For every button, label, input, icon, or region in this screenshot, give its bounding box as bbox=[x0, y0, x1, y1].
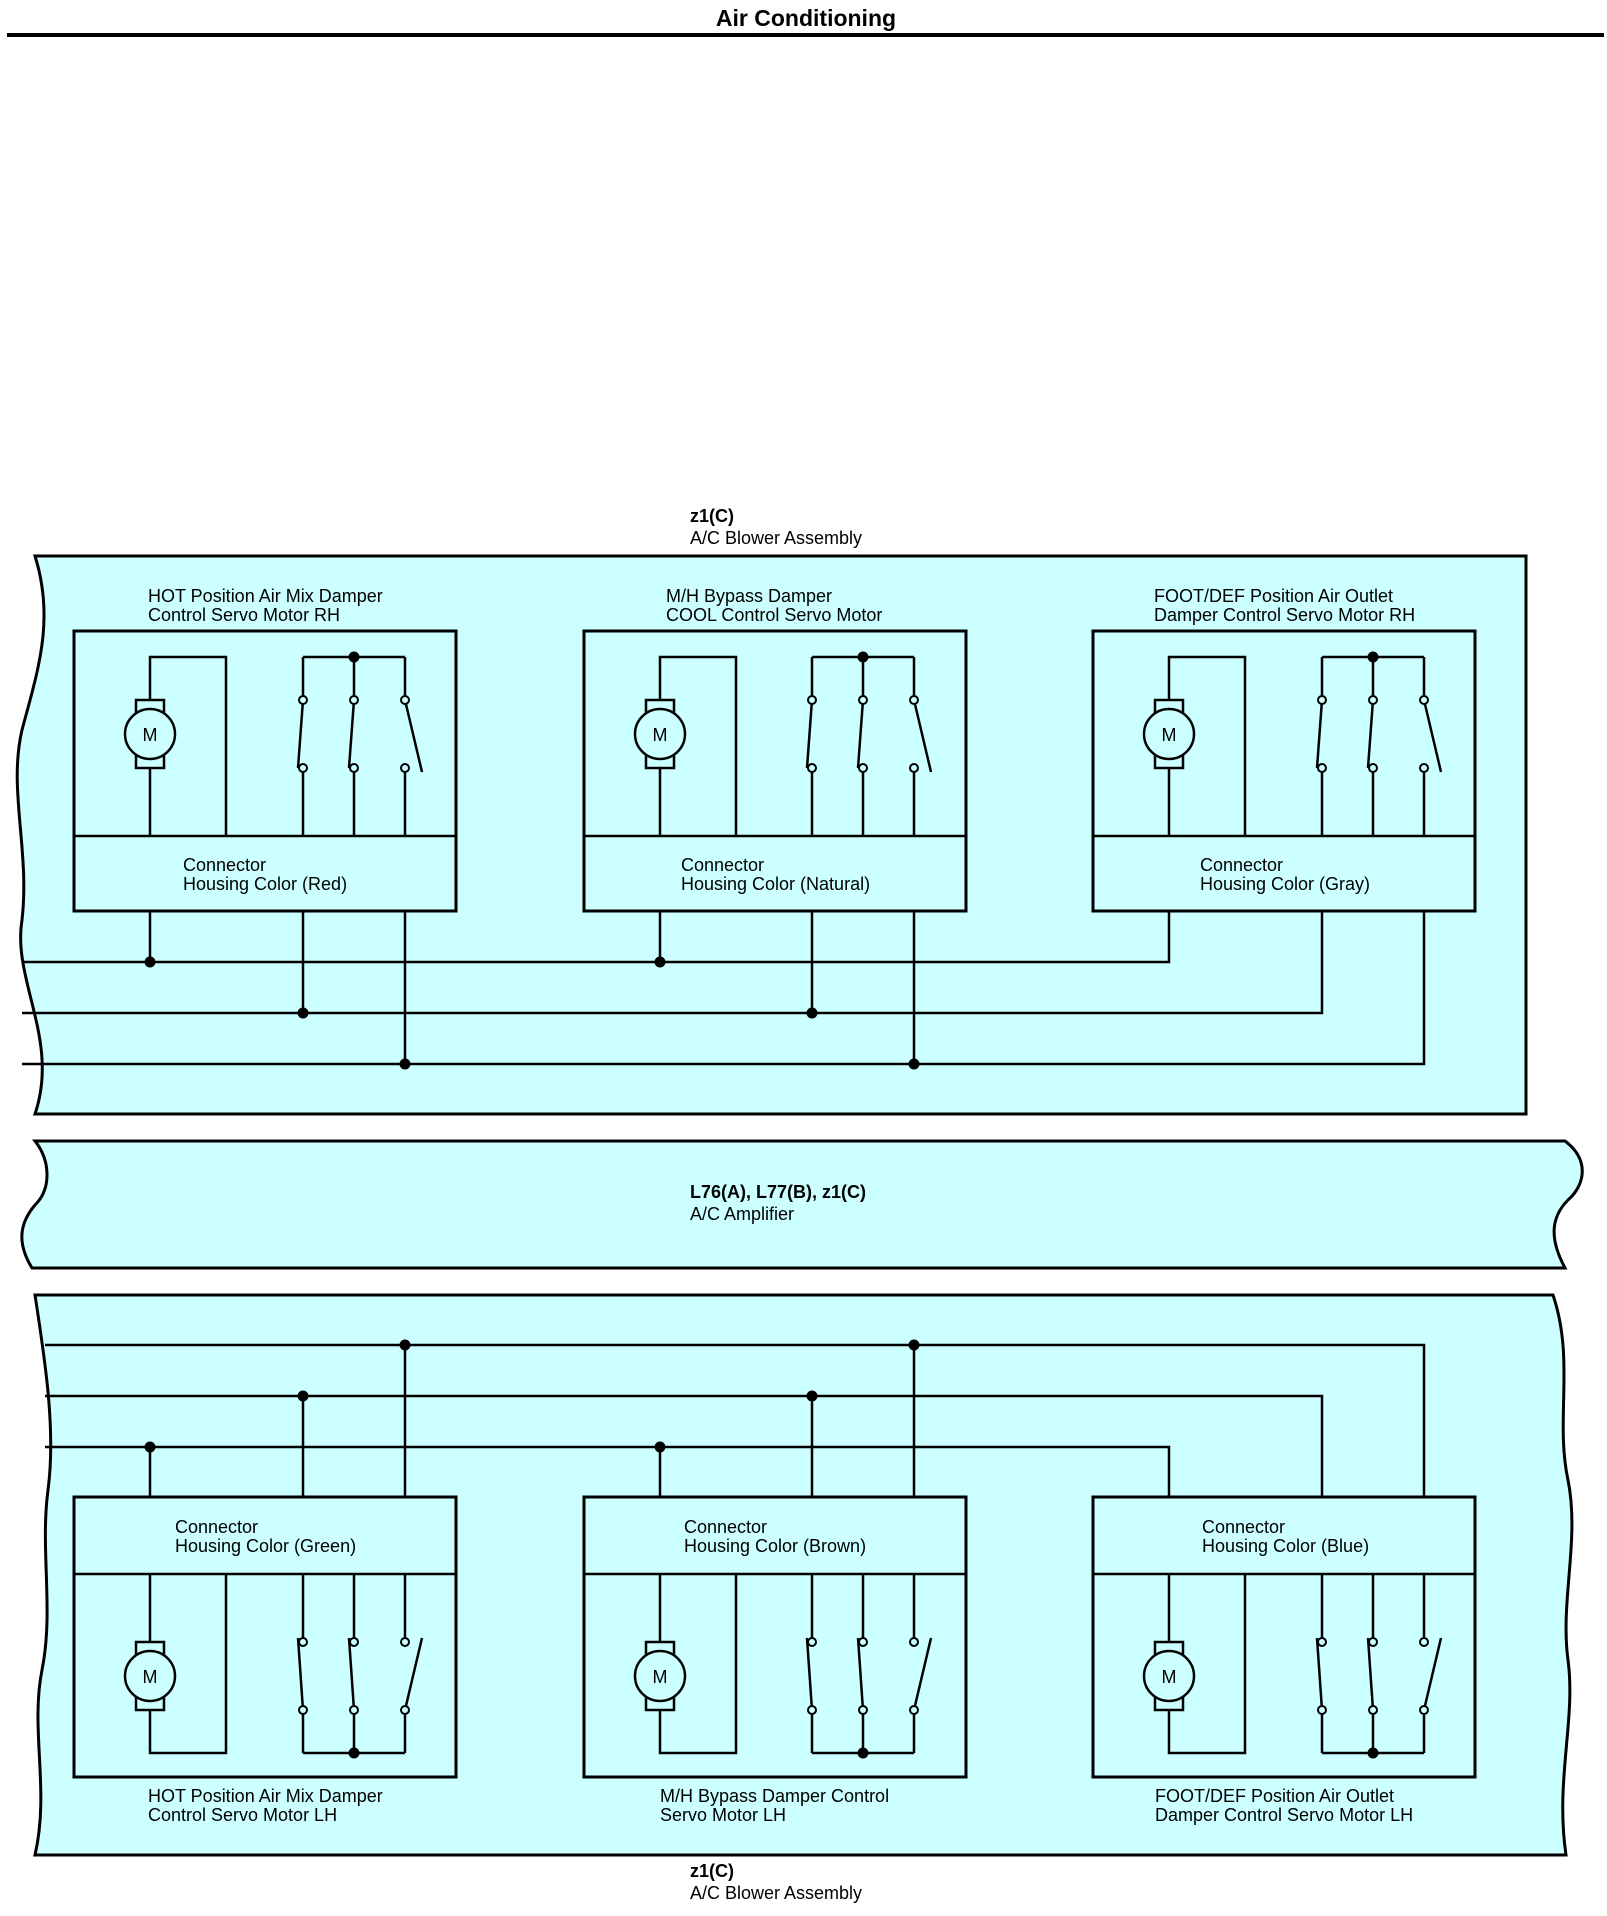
junction-dot bbox=[297, 1390, 309, 1402]
component-name-line1: M/H Bypass Damper Control bbox=[660, 1786, 889, 1806]
motor-icon bbox=[1142, 1649, 1196, 1703]
page-title: Air Conditioning bbox=[716, 5, 896, 31]
component-name-line1: FOOT/DEF Position Air Outlet bbox=[1155, 1786, 1394, 1806]
motor-label: M bbox=[143, 1667, 158, 1687]
component-name-line2: Damper Control Servo Motor RH bbox=[1154, 605, 1415, 625]
component-box bbox=[1091, 1495, 1477, 1779]
switch-contact-icon bbox=[1366, 1637, 1375, 1711]
motor-label: M bbox=[143, 725, 158, 745]
switch-contact-icon bbox=[1422, 1637, 1443, 1711]
switch-contact-icon bbox=[1315, 1637, 1324, 1711]
connector-label-line2: Housing Color (Brown) bbox=[684, 1536, 866, 1556]
component-name-line1: HOT Position Air Mix Damper bbox=[148, 1786, 383, 1806]
motor-label: M bbox=[1162, 1667, 1177, 1687]
junction-dot bbox=[144, 956, 156, 968]
junction-dot bbox=[806, 1007, 818, 1019]
switch-contact-icon bbox=[1315, 699, 1324, 769]
motor-icon bbox=[1142, 707, 1196, 761]
bottom-assembly-name: A/C Blower Assembly bbox=[690, 1883, 862, 1903]
component-name-line2: Servo Motor LH bbox=[660, 1805, 786, 1825]
component-name-line1: FOOT/DEF Position Air Outlet bbox=[1154, 586, 1393, 606]
connector-label-line1: Connector bbox=[681, 855, 764, 875]
connector-label-line1: Connector bbox=[183, 855, 266, 875]
amplifier-name: A/C Amplifier bbox=[690, 1204, 794, 1224]
component-box bbox=[582, 629, 968, 913]
junction-dot bbox=[908, 1058, 920, 1070]
top-assembly-code: z1(C) bbox=[690, 506, 734, 526]
junction-dot bbox=[908, 1339, 920, 1351]
motor-icon bbox=[123, 1649, 177, 1703]
component-box bbox=[582, 1495, 968, 1779]
bottom-wiring-harness bbox=[45, 1339, 1426, 1497]
top-servo-motor-3: FOOT/DEF Position Air Outlet Damper Cont… bbox=[1091, 586, 1477, 913]
connector-label-line2: Housing Color (Gray) bbox=[1200, 874, 1370, 894]
junction-dot bbox=[806, 1390, 818, 1402]
motor-icon bbox=[633, 707, 687, 761]
top-wiring-harness bbox=[22, 911, 1426, 1070]
switch-contact-icon bbox=[403, 1637, 424, 1711]
switch-contact-icon bbox=[1422, 699, 1443, 773]
junction-dot bbox=[399, 1339, 411, 1351]
connector-label-line2: Housing Color (Natural) bbox=[681, 874, 870, 894]
top-servo-motor-1: HOT Position Air Mix Damper Control Serv… bbox=[72, 586, 458, 913]
connector-label-line1: Connector bbox=[1202, 1517, 1285, 1537]
switch-contact-icon bbox=[296, 1637, 305, 1711]
bottom-servo-motor-3: Connector Housing Color (Blue) M FOOT/DE… bbox=[1091, 1495, 1477, 1825]
switch-contact-icon bbox=[296, 699, 305, 769]
switch-contact-icon bbox=[805, 699, 814, 769]
component-box bbox=[72, 1495, 458, 1779]
junction-dot bbox=[654, 956, 666, 968]
switch-contact-icon bbox=[912, 1637, 933, 1711]
component-name-line1: M/H Bypass Damper bbox=[666, 586, 832, 606]
bottom-servo-motor-2: Connector Housing Color (Brown) M M/H By… bbox=[582, 1495, 968, 1825]
component-box bbox=[72, 629, 458, 913]
bottom-servo-motor-1: Connector Housing Color (Green) M HOT Po… bbox=[72, 1495, 458, 1825]
junction-dot bbox=[144, 1441, 156, 1453]
switch-contact-icon bbox=[912, 699, 933, 773]
switch-contact-icon bbox=[403, 699, 424, 773]
connector-label-line2: Housing Color (Green) bbox=[175, 1536, 356, 1556]
switch-contact-icon bbox=[347, 1637, 356, 1711]
component-name-line2: Control Servo Motor LH bbox=[148, 1805, 337, 1825]
switch-contact-icon bbox=[856, 699, 865, 769]
switch-contact-icon bbox=[856, 1637, 865, 1711]
junction-dot bbox=[297, 1007, 309, 1019]
motor-icon bbox=[633, 1649, 687, 1703]
motor-label: M bbox=[653, 1667, 668, 1687]
bottom-assembly-code: z1(C) bbox=[690, 1861, 734, 1881]
motor-icon bbox=[123, 707, 177, 761]
connector-label-line1: Connector bbox=[684, 1517, 767, 1537]
top-servo-motor-2: M/H Bypass Damper COOL Control Servo Mot… bbox=[582, 586, 968, 913]
switch-contact-icon bbox=[805, 1637, 814, 1711]
junction-dot bbox=[399, 1058, 411, 1070]
component-name-line2: Control Servo Motor RH bbox=[148, 605, 340, 625]
switch-contact-icon bbox=[1366, 699, 1375, 769]
top-assembly-name: A/C Blower Assembly bbox=[690, 528, 862, 548]
connector-label-line1: Connector bbox=[175, 1517, 258, 1537]
connector-label-line1: Connector bbox=[1200, 855, 1283, 875]
component-box bbox=[1091, 629, 1477, 913]
motor-label: M bbox=[653, 725, 668, 745]
junction-dot bbox=[654, 1441, 666, 1453]
component-name-line2: COOL Control Servo Motor bbox=[666, 605, 882, 625]
switch-contact-icon bbox=[347, 699, 356, 769]
connector-label-line2: Housing Color (Blue) bbox=[1202, 1536, 1369, 1556]
connector-label-line2: Housing Color (Red) bbox=[183, 874, 347, 894]
motor-label: M bbox=[1162, 725, 1177, 745]
component-name-line1: HOT Position Air Mix Damper bbox=[148, 586, 383, 606]
amplifier-panel bbox=[20, 1139, 1584, 1270]
amplifier-code: L76(A), L77(B), z1(C) bbox=[690, 1182, 866, 1202]
component-name-line2: Damper Control Servo Motor LH bbox=[1155, 1805, 1413, 1825]
